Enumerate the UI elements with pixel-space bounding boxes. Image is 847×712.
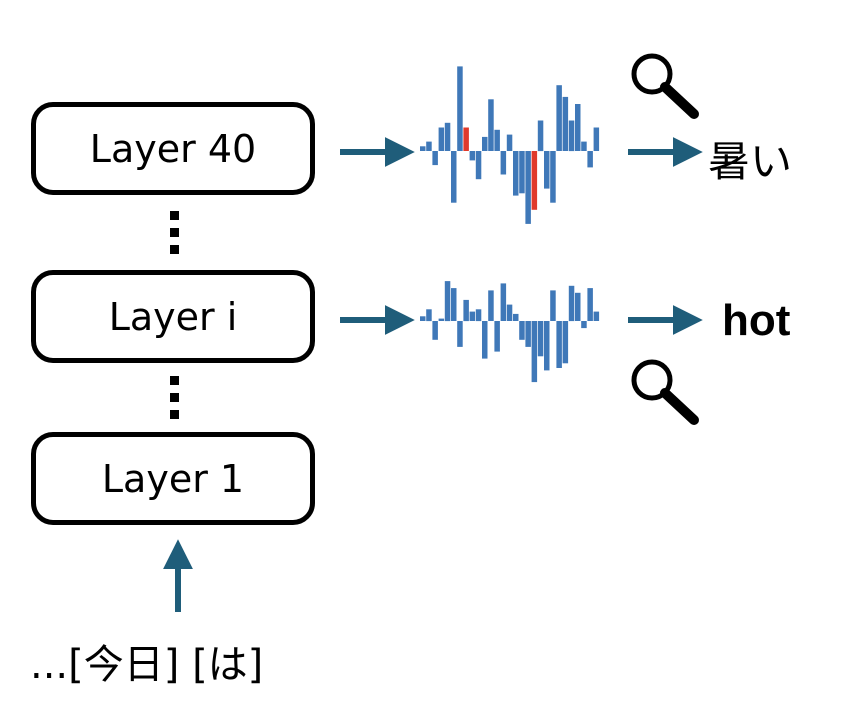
activation-bar-top-14 (506, 134, 513, 151)
layer-1-label: Layer 1 (101, 456, 245, 501)
activation-bar-middle-20 (544, 321, 550, 371)
activation-bar-middle-16 (519, 321, 525, 340)
activation-bar-top-20 (544, 151, 550, 189)
activation-bar-top-11 (488, 99, 494, 151)
activation-bar-middle-2 (432, 321, 438, 340)
activation-bar-top-8 (469, 151, 476, 161)
activation-bar-top-23 (562, 96, 569, 151)
activation-bar-middle-19 (537, 321, 544, 357)
activation-bar-top-25 (575, 104, 581, 151)
activation-bar-top-2 (432, 151, 438, 166)
activation-bar-middle-24 (568, 285, 575, 322)
activation-bar-middle-5 (451, 288, 457, 321)
activation-bar-middle-23 (562, 321, 569, 364)
activation-bar-middle-11 (488, 290, 494, 321)
layer-i-box: Layer i (31, 270, 315, 363)
activation-bar-top-9 (475, 151, 482, 180)
activation-bar-top-1 (426, 141, 432, 151)
activation-bar-middle-27 (587, 288, 593, 321)
activation-bar-top-24 (568, 120, 575, 152)
activation-bar-top-7-highlighted (463, 127, 469, 151)
output-label-middle: hot (722, 296, 791, 345)
activation-bar-top-19 (537, 120, 544, 152)
activation-bar-top-4 (444, 122, 451, 151)
activation-bar-top-6 (457, 66, 463, 151)
activation-bar-middle-28 (593, 311, 600, 321)
activation-bar-middle-12 (494, 321, 500, 352)
activation-bars-layer-40 (420, 66, 600, 224)
activation-bar-top-16 (519, 151, 525, 194)
input-tokens: ...[今日] [は] (30, 642, 264, 688)
activation-bar-top-17 (525, 151, 531, 224)
layer-40-box: Layer 40 (31, 102, 315, 195)
activation-bar-top-10 (482, 136, 488, 151)
activation-bar-middle-13 (500, 283, 507, 321)
activation-bar-middle-15 (513, 313, 519, 321)
activation-bar-middle-21 (550, 290, 556, 321)
activation-bar-middle-0 (420, 316, 426, 321)
activation-bar-top-3 (438, 127, 445, 151)
activation-bar-top-5 (451, 151, 457, 203)
activation-bar-middle-1 (426, 309, 432, 322)
activation-bar-top-12 (494, 129, 500, 151)
magnifier-icon (631, 53, 699, 119)
activation-bar-top-22 (556, 85, 562, 151)
activation-bar-middle-8 (469, 311, 476, 321)
activation-bar-top-28 (593, 127, 600, 151)
activation-bar-middle-7 (463, 299, 469, 322)
activation-bar-middle-26 (581, 321, 587, 329)
magnifier-icon (631, 359, 699, 425)
activation-bar-top-21 (550, 151, 556, 203)
activation-bar-middle-25 (575, 292, 581, 321)
activation-bar-middle-10 (482, 321, 488, 359)
activation-bar-middle-22 (556, 321, 562, 368)
activation-bar-middle-17 (525, 321, 531, 347)
activation-bar-top-18-highlighted (531, 151, 538, 210)
activation-bar-middle-4 (444, 281, 451, 322)
ellipsis-upper (170, 205, 180, 260)
output-label-top: 暑い (708, 137, 793, 186)
activation-bar-top-26 (581, 141, 587, 151)
activation-bar-top-13 (500, 151, 507, 175)
layer-i-label: Layer i (108, 294, 238, 339)
activation-bar-top-0 (420, 146, 426, 151)
activation-bar-middle-3 (438, 318, 445, 321)
activation-bar-top-15 (513, 151, 519, 196)
layer-1-box: Layer 1 (31, 432, 315, 525)
activation-bar-middle-6 (457, 321, 463, 347)
activation-bar-middle-14 (506, 304, 513, 321)
activation-bar-middle-9 (475, 309, 482, 322)
activation-bar-middle-18 (531, 321, 538, 383)
activation-bars-layer-i (420, 281, 600, 383)
layer-40-label: Layer 40 (89, 126, 257, 171)
ellipsis-lower (170, 370, 180, 425)
activation-bar-top-27 (587, 151, 593, 168)
